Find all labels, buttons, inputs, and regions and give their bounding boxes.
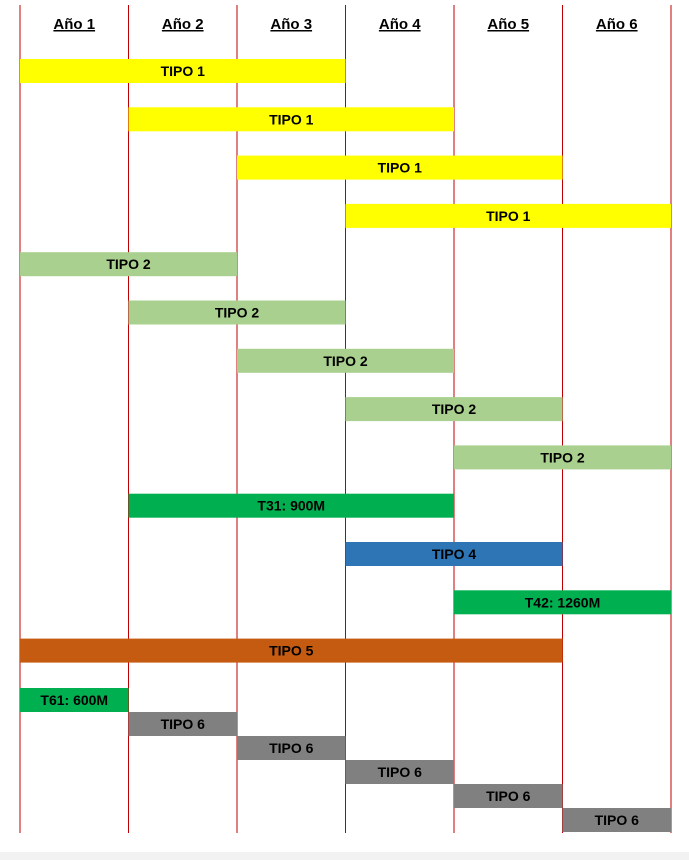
bar-label: TIPO 1 bbox=[378, 160, 423, 176]
footer-strip bbox=[0, 852, 689, 860]
bar-label: TIPO 4 bbox=[432, 546, 477, 562]
year-header: Año 5 bbox=[487, 16, 529, 33]
timeline-bar: TIPO 2 bbox=[345, 397, 563, 422]
bar-label: TIPO 2 bbox=[323, 353, 368, 369]
year-header: Año 6 bbox=[596, 16, 638, 33]
bar-rect bbox=[345, 397, 563, 422]
bar-rect bbox=[237, 348, 454, 373]
bar-label: TIPO 6 bbox=[378, 764, 423, 780]
bar-label: TIPO 6 bbox=[269, 740, 314, 756]
timeline-bar: TIPO 6 bbox=[128, 712, 237, 736]
bar-rect bbox=[454, 445, 671, 470]
bar-rect bbox=[345, 760, 454, 784]
year-headers: Año 1 Año 2 Año 3 Año 4 Año 5 Año 6 bbox=[53, 16, 637, 33]
timeline-bar: TIPO 5 bbox=[20, 638, 563, 663]
bar-rect bbox=[345, 542, 563, 566]
bar-rect bbox=[20, 59, 346, 83]
bar-label: TIPO 2 bbox=[215, 305, 260, 321]
timeline-bars: TIPO 1 TIPO 1 TIPO 1 TIPO 1 TIPO 2 TIPO 2 TIPO… bbox=[20, 59, 671, 832]
timeline-bar: T42: 1260M bbox=[454, 590, 671, 615]
timeline-bar: TIPO 2 bbox=[454, 445, 671, 470]
timeline-bar: T31: 900M bbox=[128, 493, 454, 518]
bar-label: TIPO 1 bbox=[486, 208, 531, 224]
bar-rect bbox=[128, 712, 237, 736]
timeline-bar: TIPO 1 bbox=[345, 203, 671, 228]
bar-rect bbox=[128, 493, 454, 518]
bar-rect bbox=[562, 808, 671, 832]
timeline-bar: TIPO 4 bbox=[345, 542, 563, 566]
bar-label: T31: 900M bbox=[257, 498, 325, 514]
timeline-bar: TIPO 6 bbox=[345, 760, 454, 784]
year-header: Año 2 bbox=[162, 16, 204, 33]
bar-rect bbox=[345, 203, 671, 228]
bar-label: TIPO 1 bbox=[269, 111, 314, 127]
bar-rect bbox=[237, 155, 563, 180]
bar-label: T61: 600M bbox=[40, 692, 108, 708]
bar-rect bbox=[20, 638, 563, 663]
timeline-bar: TIPO 2 bbox=[128, 300, 346, 325]
timeline-bar: TIPO 1 bbox=[128, 107, 454, 132]
bar-rect bbox=[128, 107, 454, 132]
bar-rect bbox=[20, 252, 237, 277]
timeline-bar: TIPO 1 bbox=[237, 155, 563, 180]
bar-label: TIPO 2 bbox=[540, 449, 585, 465]
year-header: Año 4 bbox=[379, 16, 421, 33]
timeline-bar: T61: 600M bbox=[20, 688, 129, 712]
timeline-bar: TIPO 1 bbox=[20, 59, 346, 83]
bar-rect bbox=[454, 590, 671, 615]
bar-rect bbox=[237, 736, 346, 760]
timeline-bar: TIPO 6 bbox=[454, 784, 563, 808]
timeline-bar: TIPO 6 bbox=[562, 808, 671, 832]
bar-label: T42: 1260M bbox=[525, 594, 600, 610]
bar-rect bbox=[454, 784, 563, 808]
timeline-bar: TIPO 2 bbox=[237, 348, 454, 373]
bar-label: TIPO 6 bbox=[486, 788, 531, 804]
bar-label: TIPO 6 bbox=[161, 716, 206, 732]
bar-rect bbox=[128, 300, 346, 325]
bar-rect bbox=[20, 688, 129, 712]
bar-label: TIPO 2 bbox=[432, 401, 477, 417]
year-header: Año 1 bbox=[53, 16, 95, 33]
timeline-bar: TIPO 6 bbox=[237, 736, 346, 760]
bar-label: TIPO 1 bbox=[161, 63, 206, 79]
year-header: Año 3 bbox=[270, 16, 312, 33]
bar-label: TIPO 6 bbox=[595, 812, 640, 828]
bar-label: TIPO 2 bbox=[106, 256, 151, 272]
timeline-bar: TIPO 2 bbox=[20, 252, 237, 277]
bar-label: TIPO 5 bbox=[269, 643, 314, 659]
